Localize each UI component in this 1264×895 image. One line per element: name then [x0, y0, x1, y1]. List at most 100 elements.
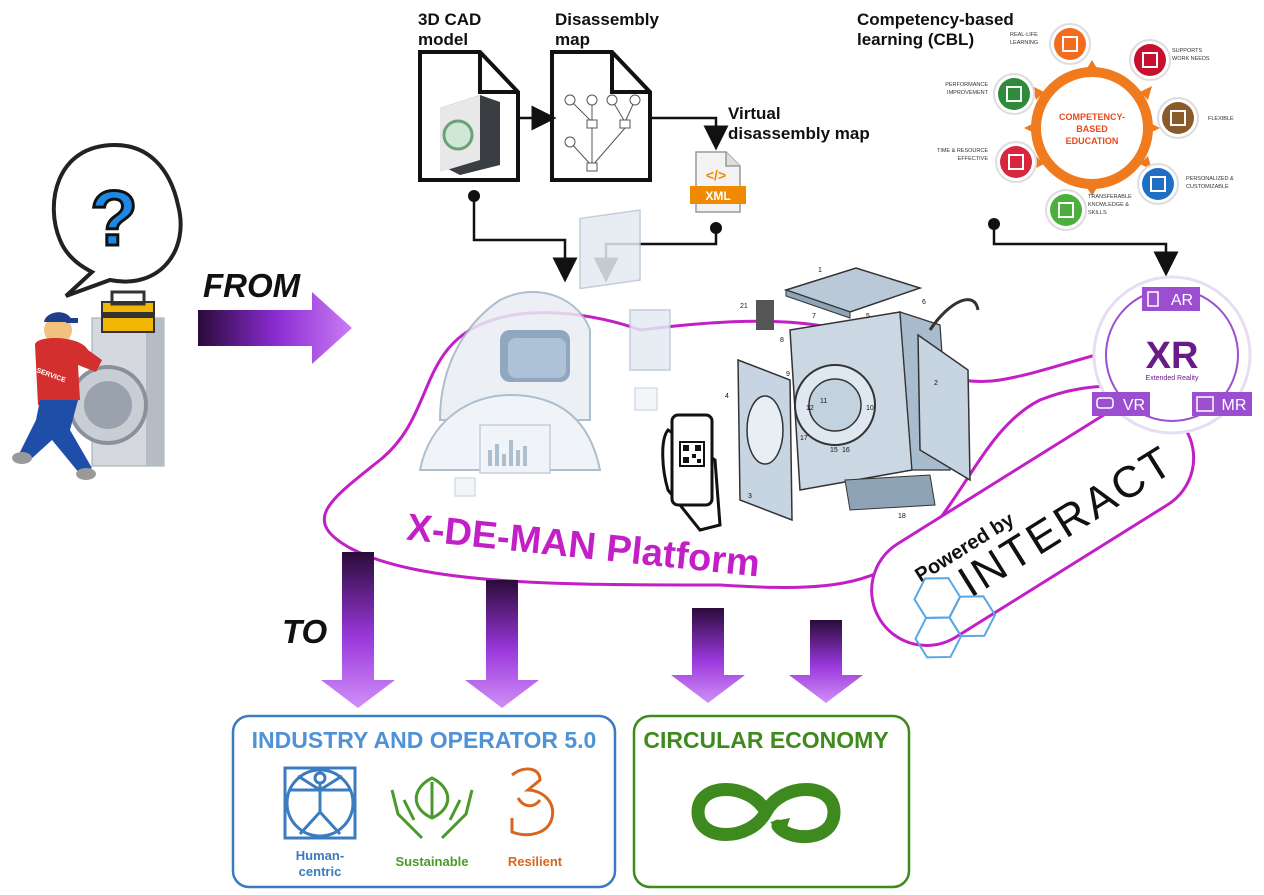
washer-icon [68, 317, 165, 467]
cbl-item-label: PERSONALIZED & [1186, 176, 1234, 182]
part-number-label: 15 [830, 447, 838, 454]
down-arrows [321, 552, 863, 708]
cbl-title-line2: learning (CBL) [857, 30, 975, 49]
part-number-label: 4 [725, 393, 729, 400]
cbl-item-label: KNOWLEDGE & [1088, 202, 1129, 208]
down-arrow-3 [671, 608, 745, 703]
technician-illustration: ? SERVICE [12, 142, 183, 480]
cbl-item-label: LEARNING [1010, 40, 1038, 46]
people-icon [1142, 168, 1174, 200]
human-centric-line2: centric [299, 864, 342, 879]
part-number-label: 9 [786, 371, 790, 378]
industry-box: INDUSTRY AND OPERATOR 5.0 Human- centric… [231, 714, 617, 889]
xml-file-icon: </> XML [690, 151, 746, 213]
circular-box: CIRCULAR ECONOMY [632, 714, 911, 889]
vitruvian-icon [283, 766, 357, 840]
disassembly-map-document [550, 50, 652, 182]
grad-cap-icon [1000, 146, 1032, 178]
part-number-label: 10 [866, 405, 874, 412]
vr-user-illustration [418, 209, 671, 497]
cbl-title-line1: Competency-based [857, 10, 1014, 29]
virtual-map-line2: disassembly map [728, 124, 870, 143]
part-number-label: 2 [934, 380, 938, 387]
part-number-label: 17 [800, 435, 808, 442]
sustainable-label: Sustainable [396, 854, 469, 869]
part-number-label: 6 [922, 299, 926, 306]
cbl-item-label: PERFORMANCE [945, 82, 988, 88]
down-arrow-1 [321, 552, 395, 708]
vr-headset-icon [1096, 397, 1114, 409]
part-number-label: 8 [780, 337, 784, 344]
cbl-center-line2: BASED [1076, 124, 1108, 134]
vr-label: VR [1123, 397, 1145, 414]
puzzle-icon [1050, 194, 1082, 226]
human-centric-line1: Human- [296, 848, 344, 863]
part-number-label: 5 [866, 313, 870, 320]
xr-subtitle: Extended Reality [1146, 375, 1199, 382]
infinity-loop-icon [691, 783, 841, 844]
cbl-item-label: FLEXIBLE [1208, 116, 1234, 122]
cbl-item-label: EFFECTIVE [958, 156, 989, 162]
toolbox-icon [101, 290, 155, 333]
technician-person: SERVICE [12, 312, 102, 480]
gears-icon [1162, 102, 1194, 134]
cbl-item-label: REAL-LIFE [1010, 32, 1038, 38]
down-arrow-4 [789, 620, 863, 703]
cbl-wheel: COMPETENCY- BASED EDUCATION REAL-LIFE LEA… [937, 23, 1234, 231]
disassembly-title-line1: Disassembly [555, 10, 659, 29]
cbl-item-label: SKILLS [1088, 210, 1107, 216]
disassembly-title-line2: map [555, 30, 590, 49]
from-label: FROM [203, 267, 301, 304]
mr-label: MR [1222, 397, 1247, 414]
cbl-item-label: SUPPORTS [1172, 48, 1202, 54]
map-to-xml-arrow [652, 116, 729, 151]
cbl-item-5: TIME & RESOURCE EFFECTIVE [937, 141, 1037, 183]
cbl-item-1: SUPPORTS WORK NEEDS [1129, 39, 1210, 81]
virtual-map-line1: Virtual [728, 104, 781, 123]
mr-badge: MR [1192, 392, 1252, 416]
part-number-label: 11 [820, 398, 827, 405]
part-number-label: 12 [806, 405, 814, 412]
to-label: TO [282, 613, 328, 650]
circular-title: CIRCULAR ECONOMY [643, 727, 888, 753]
cbl-item-label: TRANSFERABLE [1088, 194, 1132, 200]
qr-phone-icon [661, 413, 722, 532]
sustainable-hands-icon [390, 776, 474, 840]
cbl-center-line3: EDUCATION [1066, 136, 1119, 146]
vr-badge: VR [1092, 392, 1150, 416]
real-life-icon [1054, 28, 1086, 60]
cad-document [418, 50, 520, 182]
cbl-item-4: TRANSFERABLE KNOWLEDGE & SKILLS [1045, 189, 1132, 231]
ar-badge: AR [1142, 287, 1200, 311]
connector-cad-platform [468, 190, 578, 283]
from-arrow [198, 292, 352, 364]
part-number-label: 3 [748, 493, 752, 500]
resilient-label: Resilient [508, 854, 563, 869]
cad-title-line2: model [418, 30, 469, 49]
question-bubble-icon: ? [51, 142, 183, 298]
part-number-label: 1 [818, 267, 822, 274]
industry-title: INDUSTRY AND OPERATOR 5.0 [252, 727, 597, 753]
team-icon [998, 78, 1030, 110]
mr-frame-icon [1196, 396, 1214, 412]
ar-phone-icon [1147, 291, 1159, 307]
search-icon [1134, 44, 1166, 76]
cbl-item-6: PERFORMANCE IMPROVEMENT [945, 73, 1035, 115]
part-number-label: 7 [812, 313, 816, 320]
part-number-label: 21 [740, 303, 748, 310]
hex-logo-icon [913, 577, 997, 659]
cbl-item-2: FLEXIBLE [1157, 97, 1234, 139]
xml-label: XML [705, 189, 730, 203]
xml-tag-glyph: </> [706, 167, 726, 183]
cbl-item-label: IMPROVEMENT [947, 90, 989, 96]
connector-cbl-xr [988, 218, 1179, 277]
xr-circle: XR Extended Reality AR VR MR [1092, 275, 1252, 435]
cbl-item-label: TIME & RESOURCE [937, 148, 988, 154]
cbl-item-0: REAL-LIFE LEARNING [1010, 23, 1091, 65]
part-number-label: 16 [842, 447, 850, 454]
cbl-item-label: WORK NEEDS [1172, 56, 1210, 62]
cbl-center-line1: COMPETENCY- [1059, 112, 1125, 122]
part-number-label: 18 [898, 513, 906, 520]
